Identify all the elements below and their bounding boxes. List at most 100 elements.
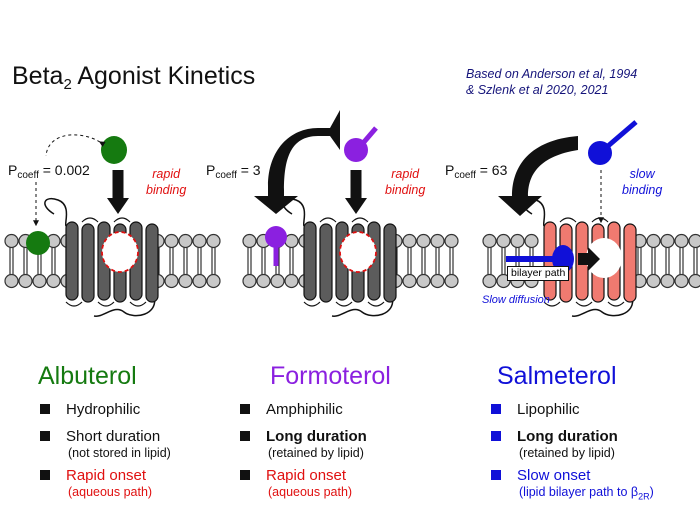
receptor-helix [145, 223, 159, 303]
receptor-c-terminus [571, 295, 634, 317]
lipid-head [688, 273, 700, 289]
lipid-head [164, 233, 179, 249]
bullet [40, 431, 50, 441]
lipid-head [206, 233, 221, 249]
receptor-loops [319, 217, 369, 223]
bullet [240, 470, 250, 480]
lipid-head [206, 273, 221, 289]
receptor-loops [543, 301, 625, 307]
binding-pocket [101, 231, 139, 273]
receptor-helix [303, 221, 317, 301]
bullet [40, 470, 50, 480]
diffusion-arrow [578, 247, 600, 271]
lipid-head [416, 233, 431, 249]
lipid-head [482, 273, 497, 289]
formoterol-pcoeff: Pcoeff = 3 [206, 162, 261, 181]
binding-arrow [107, 170, 129, 214]
lipid-head [178, 273, 193, 289]
lipid-head [46, 273, 61, 289]
lipid-head [430, 233, 445, 249]
receptor-loops [303, 301, 385, 307]
salmeterol-properties: Lipophilic Long duration(retained by lip… [491, 400, 696, 505]
lipid-head [402, 233, 417, 249]
lipid-head [402, 273, 417, 289]
salmeterol-diagram [482, 120, 700, 317]
list-item: Slow onset(lipid bilayer path to β2R) [491, 466, 696, 505]
bullet [491, 431, 501, 441]
lipid-head [164, 273, 179, 289]
lipid-head [444, 273, 459, 289]
salmeterol-pcoeff: Pcoeff = 63 [445, 162, 508, 181]
lipid-head [444, 233, 459, 249]
albuterol-molecule-in-membrane [26, 231, 50, 255]
list-item: Lipophilic [491, 400, 696, 419]
bullet [40, 404, 50, 414]
lipid-head [688, 233, 700, 249]
citation-line-2: & Szlenk et al 2020, 2021 [466, 83, 609, 97]
curved-arrow [254, 110, 340, 214]
lipid-head [284, 273, 299, 289]
lipid-head [646, 233, 661, 249]
receptor-c-terminus [331, 295, 394, 317]
lipid-head [242, 273, 257, 289]
list-item: Long duration(retained by lipid) [491, 427, 696, 461]
lipid-head [660, 273, 675, 289]
albuterol-molecule [101, 136, 127, 164]
list-item: Short duration(not stored in lipid) [40, 427, 240, 461]
lipid-head [178, 233, 193, 249]
receptor-n-terminus [44, 198, 68, 227]
list-item: Rapid onset(aqueous path) [40, 466, 240, 500]
receptor-loops [65, 301, 147, 307]
formoterol-tail [362, 126, 378, 144]
receptor-helix [65, 221, 79, 301]
lipid-head [32, 273, 47, 289]
formoterol-name: Formoterol [270, 362, 391, 390]
salmeterol-tail-in-membrane [506, 256, 562, 262]
list-item: Amphiphilic [240, 400, 450, 419]
salmeterol-molecule [588, 141, 612, 165]
lipid-head [270, 273, 285, 289]
lipid-head [482, 233, 497, 249]
formoterol-properties: Amphiphilic Long duration(retained by li… [240, 400, 450, 500]
receptor-c-terminus [93, 295, 156, 317]
bullet [240, 431, 250, 441]
albuterol-properties: Hydrophilic Short duration(not stored in… [40, 400, 240, 500]
list-item: Long duration(retained by lipid) [240, 427, 450, 461]
binding-pocket [339, 231, 377, 273]
lipid-head [4, 233, 19, 249]
slow-diffusion-label: Slow diffusion [482, 294, 550, 306]
list-item: Hydrophilic [40, 400, 240, 419]
receptor-loops [81, 217, 131, 223]
salmeterol-name: Salmeterol [497, 362, 617, 390]
salmeterol-tail [606, 120, 638, 148]
lipid-head [192, 273, 207, 289]
receptor-helix [319, 223, 333, 303]
bullet [491, 404, 501, 414]
citation-line-1: Based on Anderson et al, 1994 [466, 67, 638, 81]
lipid-head [242, 233, 257, 249]
lipid-head [510, 233, 525, 249]
lipid-head [674, 273, 689, 289]
list-item: Rapid onset(aqueous path) [240, 466, 450, 500]
albuterol-name: Albuterol [38, 362, 137, 390]
lipid-head [674, 233, 689, 249]
albuterol-diagram [4, 134, 221, 317]
curved-arrow [498, 136, 578, 216]
lipid-head [192, 233, 207, 249]
receptor-helix [81, 223, 95, 303]
bullet [491, 470, 501, 480]
lipid-head [4, 273, 19, 289]
dashed-arrow [45, 134, 106, 157]
page-title: Beta2 Agonist Kinetics [12, 62, 256, 93]
binding-pocket [586, 238, 622, 278]
lipid-head [524, 233, 539, 249]
lipid-head [416, 273, 431, 289]
bullet [240, 404, 250, 414]
lipid-head [256, 273, 271, 289]
formoterol-molecule [344, 138, 368, 162]
formoterol-molecule-in-membrane [265, 226, 287, 248]
receptor-helix [623, 223, 637, 303]
